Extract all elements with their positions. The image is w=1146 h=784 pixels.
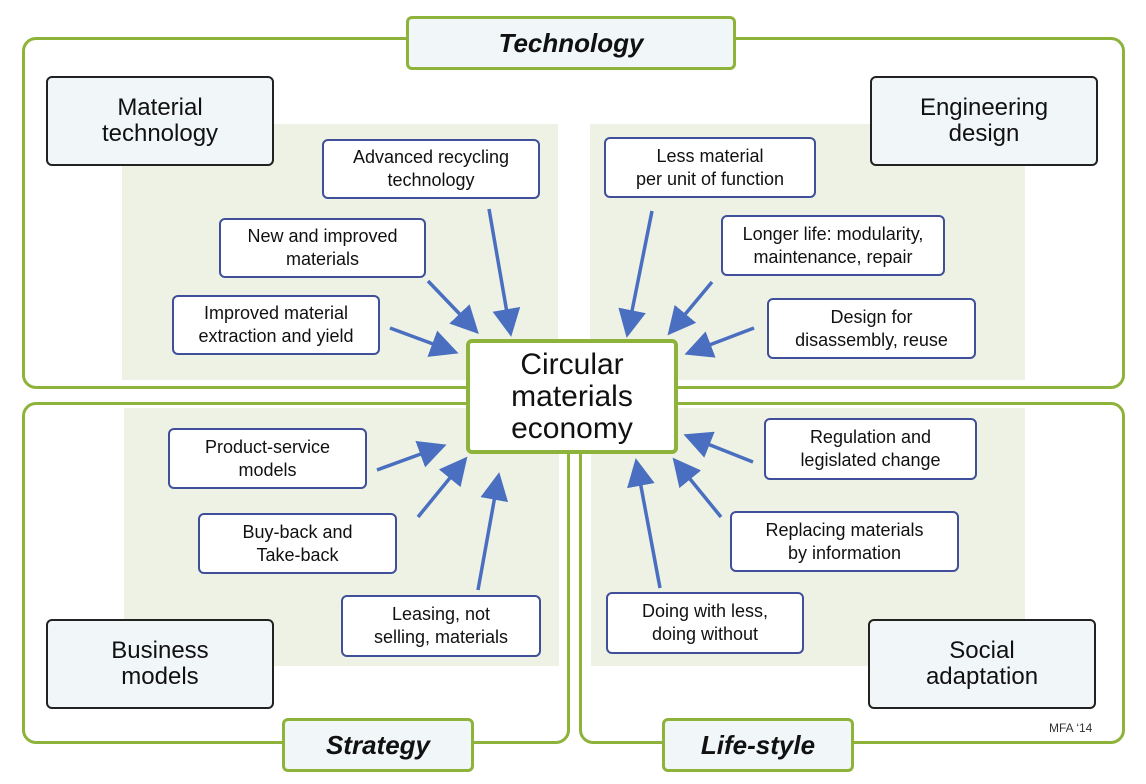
corner-material-technology: Material technology bbox=[46, 76, 274, 166]
item-buy-back: Buy-back and Take-back bbox=[198, 513, 397, 574]
center-circular-materials-economy: Circular materials economy bbox=[466, 339, 678, 454]
category-technology-label: Technology bbox=[498, 27, 644, 58]
corner-social-adaptation: Social adaptation bbox=[868, 619, 1096, 709]
item-doing-with-less: Doing with less, doing without bbox=[606, 592, 804, 654]
arrow-improved-extraction bbox=[389, 326, 459, 357]
corner-material-technology-label: Material technology bbox=[101, 94, 219, 147]
item-new-improved-materials: New and improved materials bbox=[219, 218, 426, 278]
item-design-disassembly-label: Design for disassembly, reuse bbox=[795, 306, 948, 350]
item-product-service: Product-service models bbox=[168, 428, 367, 489]
arrow-leasing bbox=[476, 472, 509, 591]
corner-engineering-design-label: Engineering design bbox=[919, 94, 1049, 147]
category-strategy-label: Strategy bbox=[325, 729, 431, 760]
arrow-less-material bbox=[618, 210, 654, 338]
item-advanced-recycling-label: Advanced recycling technology bbox=[352, 147, 510, 190]
arrow-new-materials bbox=[426, 279, 479, 335]
arrow-replacing-materials bbox=[672, 457, 723, 519]
corner-business-models-label: Business models bbox=[111, 637, 209, 690]
item-longer-life: Longer life: modularity, maintenance, re… bbox=[721, 215, 945, 276]
corner-business-models: Business models bbox=[46, 619, 274, 709]
item-leasing: Leasing, not selling, materials bbox=[341, 595, 541, 657]
category-lifestyle: Life-style bbox=[662, 718, 854, 772]
item-product-service-label: Product-service models bbox=[204, 436, 331, 480]
arrow-design-disassembly bbox=[684, 326, 755, 358]
item-regulation-label: Regulation and legislated change bbox=[800, 427, 941, 470]
category-lifestyle-label: Life-style bbox=[700, 729, 816, 760]
item-replacing-materials: Replacing materials by information bbox=[730, 511, 959, 572]
arrow-regulation bbox=[683, 431, 754, 464]
item-improved-extraction: Improved material extraction and yield bbox=[172, 295, 380, 355]
item-less-material: Less material per unit of function bbox=[604, 137, 816, 198]
arrow-doing-with-less bbox=[627, 458, 662, 589]
center-label: Circular materials economy bbox=[511, 347, 633, 445]
item-longer-life-label: Longer life: modularity, maintenance, re… bbox=[742, 223, 924, 267]
item-design-disassembly: Design for disassembly, reuse bbox=[767, 298, 976, 359]
item-improved-extraction-label: Improved material extraction and yield bbox=[198, 303, 354, 346]
credit-label: MFA ‘14 bbox=[1049, 721, 1093, 735]
item-new-improved-materials-label: New and improved materials bbox=[247, 226, 398, 269]
item-doing-with-less-label: Doing with less, doing without bbox=[641, 601, 769, 644]
item-regulation: Regulation and legislated change bbox=[764, 418, 977, 480]
item-leasing-label: Leasing, not selling, materials bbox=[373, 604, 509, 647]
category-technology: Technology bbox=[406, 16, 736, 70]
arrow-buy-back bbox=[416, 456, 468, 519]
item-less-material-label: Less material per unit of function bbox=[635, 145, 785, 189]
category-strategy: Strategy bbox=[282, 718, 474, 772]
item-advanced-recycling: Advanced recycling technology bbox=[322, 139, 540, 199]
arrow-product-service bbox=[376, 441, 447, 472]
arrow-advanced-recycling bbox=[487, 208, 521, 337]
item-buy-back-label: Buy-back and Take-back bbox=[242, 521, 353, 565]
arrow-longer-life bbox=[667, 280, 714, 336]
item-replacing-materials-label: Replacing materials by information bbox=[765, 519, 924, 563]
corner-social-adaptation-label: Social adaptation bbox=[925, 637, 1039, 690]
corner-engineering-design: Engineering design bbox=[870, 76, 1098, 166]
